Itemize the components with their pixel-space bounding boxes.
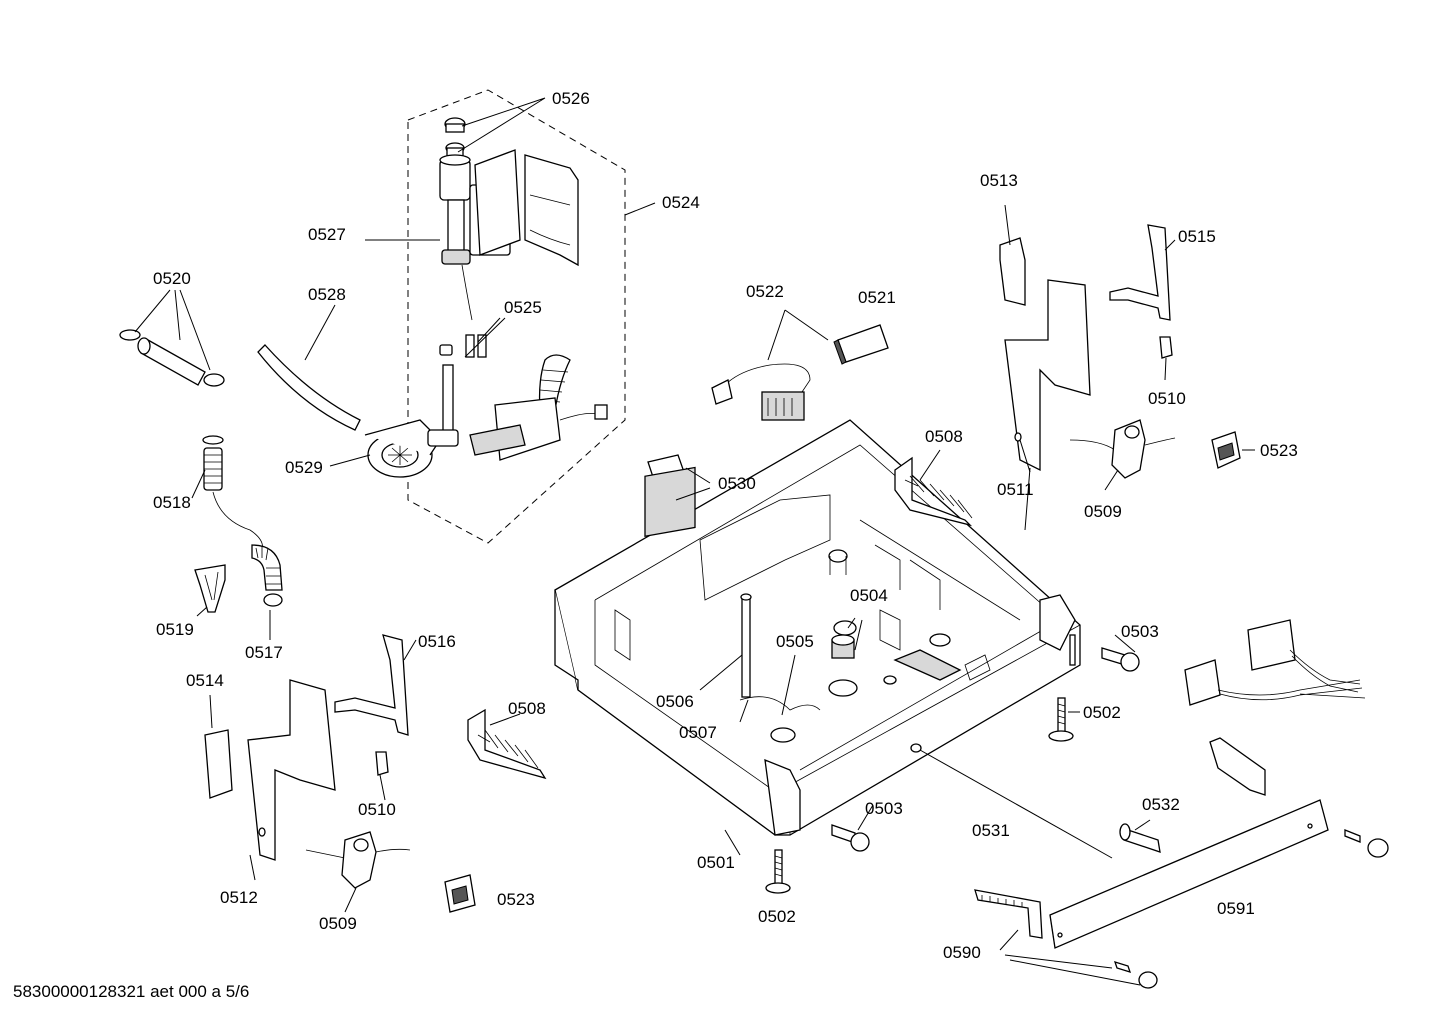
label-0512: 0512	[220, 888, 258, 907]
label-0531: 0531	[972, 821, 1010, 840]
part-wire-harness	[1184, 619, 1366, 706]
label-0521: 0521	[858, 288, 896, 307]
part-0518-hose	[202, 435, 263, 551]
label-0515: 0515	[1178, 227, 1216, 246]
label-0591: 0591	[1217, 899, 1255, 918]
document-id: 58300000128321 aet 000 a 5/6	[13, 982, 249, 1001]
part-0524-housing	[474, 149, 579, 267]
part-0590-strip	[974, 889, 1043, 939]
label-0502-right: 0502	[1083, 703, 1121, 722]
label-0511: 0511	[997, 480, 1034, 499]
label-0503-right: 0503	[1121, 622, 1159, 641]
part-0590-knob-screw	[1113, 829, 1389, 989]
label-0504: 0504	[850, 586, 888, 605]
label-0532: 0532	[1142, 795, 1180, 814]
part-0509-switch-a	[1069, 419, 1176, 479]
label-0514: 0514	[186, 671, 224, 690]
part-0526-caps	[444, 117, 466, 159]
part-0521-connector	[833, 324, 889, 365]
part-0513-bracket	[999, 237, 1026, 306]
part-0525-sensors	[439, 334, 487, 436]
label-0503-bottom: 0503	[865, 799, 903, 818]
label-0526: 0526	[552, 89, 590, 108]
part-labels: 0526 0524 0527 0528 0525 0520 0529 0518 …	[153, 89, 1298, 962]
label-0505: 0505	[776, 632, 814, 651]
label-0507: 0507	[679, 723, 717, 742]
label-0519: 0519	[156, 620, 194, 639]
label-0523-right: 0523	[1260, 441, 1298, 460]
part-0529-pump	[364, 419, 459, 478]
label-0510-left: 0510	[358, 800, 396, 819]
label-0518: 0518	[153, 493, 191, 512]
part-0503-screw-a	[1101, 647, 1140, 672]
label-0520: 0520	[153, 269, 191, 288]
part-0515-bracket	[1109, 224, 1171, 321]
label-0501: 0501	[697, 853, 735, 872]
leader-lines	[134, 97, 1255, 986]
label-0509-right: 0509	[1084, 502, 1122, 521]
label-0524: 0524	[662, 193, 700, 212]
label-0510-right: 0510	[1148, 389, 1186, 408]
label-0522: 0522	[746, 282, 784, 301]
label-0509-left: 0509	[319, 914, 357, 933]
label-0523-left: 0523	[497, 890, 535, 909]
part-0522-cable	[711, 363, 811, 421]
label-0506: 0506	[656, 692, 694, 711]
part-0502-foot-b	[765, 849, 791, 894]
part-0528-hose	[257, 344, 361, 431]
part-0531-rod	[919, 749, 1113, 859]
part-0511-bracket	[1004, 279, 1091, 472]
part-0510-clip-b	[375, 751, 389, 776]
label-0517: 0517	[245, 643, 283, 662]
label-0502-bottom: 0502	[758, 907, 796, 926]
label-0513: 0513	[980, 171, 1018, 190]
part-0503-screw-b	[831, 824, 870, 852]
label-0516: 0516	[418, 632, 456, 651]
part-0508-spring-a	[894, 456, 973, 527]
part-0510-clip-a	[1159, 336, 1173, 359]
part-0512-bracket	[247, 679, 336, 861]
label-0508-right: 0508	[925, 427, 963, 446]
part-drain-pump-hose	[469, 354, 608, 461]
label-0525: 0525	[504, 298, 542, 317]
label-0530: 0530	[718, 474, 756, 493]
part-0509-switch-b	[305, 831, 411, 889]
label-0529: 0529	[285, 458, 323, 477]
part-0501-base	[554, 419, 1081, 836]
part-0508-spring-b	[467, 708, 547, 780]
part-0519-clip	[194, 564, 226, 613]
part-0517-elbow	[251, 544, 283, 607]
pump-assembly-outline	[407, 89, 626, 544]
label-0527: 0527	[308, 225, 346, 244]
label-0590: 0590	[943, 943, 981, 962]
part-0523-connector-a	[1211, 431, 1241, 469]
label-0528: 0528	[308, 285, 346, 304]
part-0532-cylinder	[1119, 823, 1161, 853]
part-0520-hose-clamps	[119, 329, 225, 387]
part-0514-panel	[204, 729, 233, 799]
part-0502-foot-a	[1048, 697, 1074, 742]
part-0591-bracket	[1209, 737, 1266, 796]
part-0591-panel	[1049, 799, 1329, 949]
label-0508-left: 0508	[508, 699, 546, 718]
part-0516-bracket	[334, 634, 409, 736]
part-0523-connector-b	[444, 874, 476, 913]
